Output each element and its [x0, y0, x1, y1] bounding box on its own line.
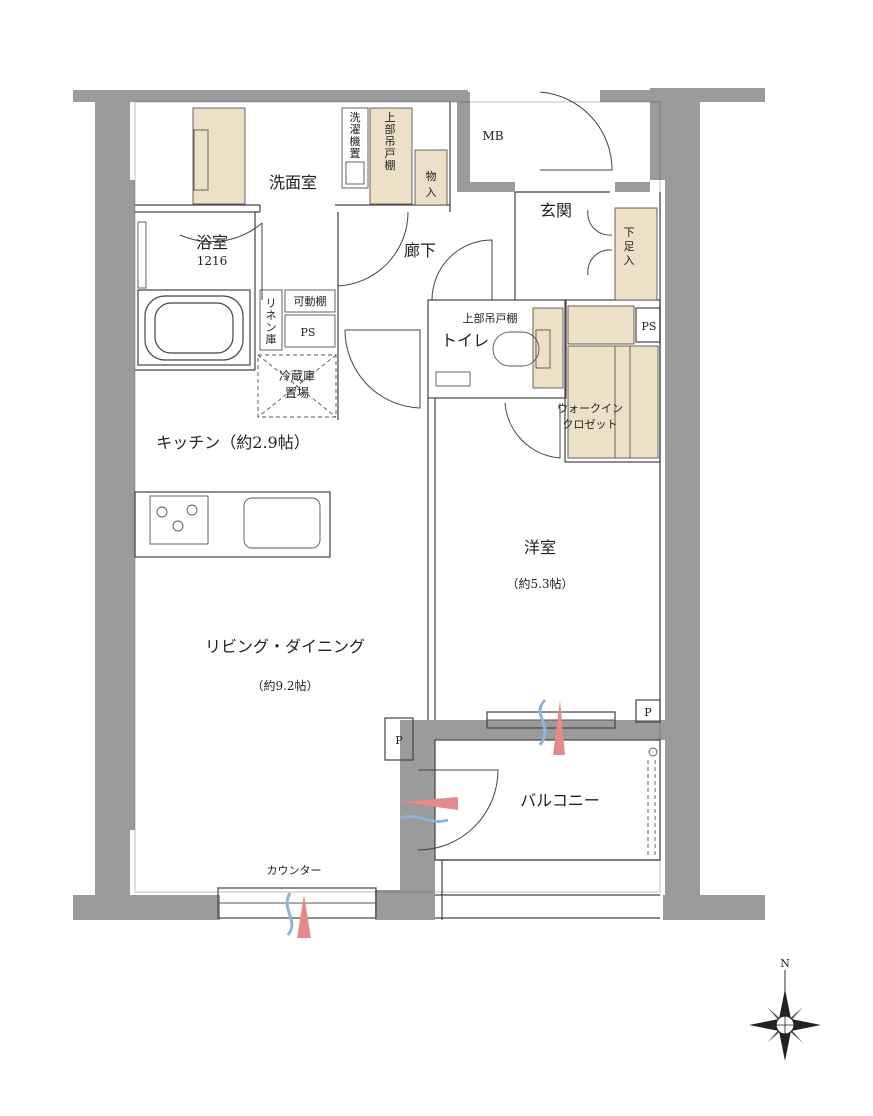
interior-lines	[134, 101, 661, 920]
linen-char-3: 庫	[266, 332, 277, 346]
upper-cab-char-1: 部	[385, 122, 396, 136]
washer-char-0: 洗	[350, 111, 361, 124]
vertical-labels: 物 入 下 足 入 リ ネ ン 庫 洗 濯 機 置 上 部 吊 戸 棚	[266, 111, 635, 346]
label-fridge-2: 置場	[285, 386, 309, 400]
room-living: リビング・ダイニング	[205, 637, 365, 656]
room-wic-line1: ウォークイン	[557, 402, 623, 415]
compass-north-label: N	[780, 957, 790, 970]
linen-char-0: リ	[266, 297, 277, 310]
label-ps-2: PS	[642, 320, 657, 333]
room-washroom: 洗面室	[269, 173, 317, 192]
upper-cab-char-2: 吊	[385, 135, 396, 148]
label-mb: MB	[482, 129, 503, 143]
room-western: 洋室	[524, 538, 556, 557]
room-labels: 洗面室 浴室 1216 キッチン（約2.9帖） リビング・ダイニング （約9.2…	[156, 173, 623, 810]
room-wic-line2: クロゼット	[563, 418, 618, 431]
room-balcony: バルコニー	[520, 791, 600, 810]
label-upper-shelf: 上部吊戸棚	[463, 311, 518, 325]
airflow-arrows	[285, 698, 565, 938]
shoe-char-0: 下	[624, 226, 635, 239]
shoe-char-2: 入	[624, 254, 635, 267]
structural-walls	[73, 88, 765, 920]
washer-char-1: 濯	[350, 123, 361, 136]
washer-char-3: 置	[350, 147, 361, 160]
door-swings	[179, 91, 613, 851]
upper-cab-char-0: 上	[385, 111, 396, 124]
label-fridge-1: 冷蔵庫	[279, 369, 315, 383]
room-corridor: 廊下	[404, 241, 436, 260]
storage-areas	[192, 107, 659, 459]
label-p-2: P	[644, 706, 652, 719]
label-p-1: P	[395, 734, 403, 747]
washer-char-2: 機	[350, 134, 361, 148]
room-western-size: （約5.3帖）	[506, 576, 573, 591]
room-entrance: 玄関	[540, 201, 572, 220]
label-counter: カウンター	[267, 864, 322, 877]
upper-cab-char-4: 棚	[385, 158, 396, 172]
room-kitchen: キッチン（約2.9帖）	[156, 433, 309, 452]
linen-char-2: ン	[266, 321, 277, 334]
shoe-char-1: 足	[624, 240, 635, 253]
storage-char-1: 入	[426, 186, 437, 199]
label-movable-shelf: 可動棚	[294, 294, 327, 308]
fixture-labels: MB PS PS P P カウンター 可動棚 上部吊戸棚 冷蔵庫 置場	[267, 129, 657, 877]
storage-char-0: 物	[426, 169, 437, 183]
upper-cab-char-3: 戸	[385, 147, 396, 160]
room-bath-size: 1216	[197, 254, 228, 268]
linen-char-1: ネ	[266, 309, 277, 322]
label-ps-1: PS	[301, 326, 316, 339]
fixtures	[137, 107, 658, 858]
room-toilet: トイレ	[441, 331, 489, 350]
room-bath: 浴室	[196, 233, 228, 252]
room-living-size: （約9.2帖）	[251, 678, 318, 693]
compass-icon: N	[749, 957, 821, 1061]
